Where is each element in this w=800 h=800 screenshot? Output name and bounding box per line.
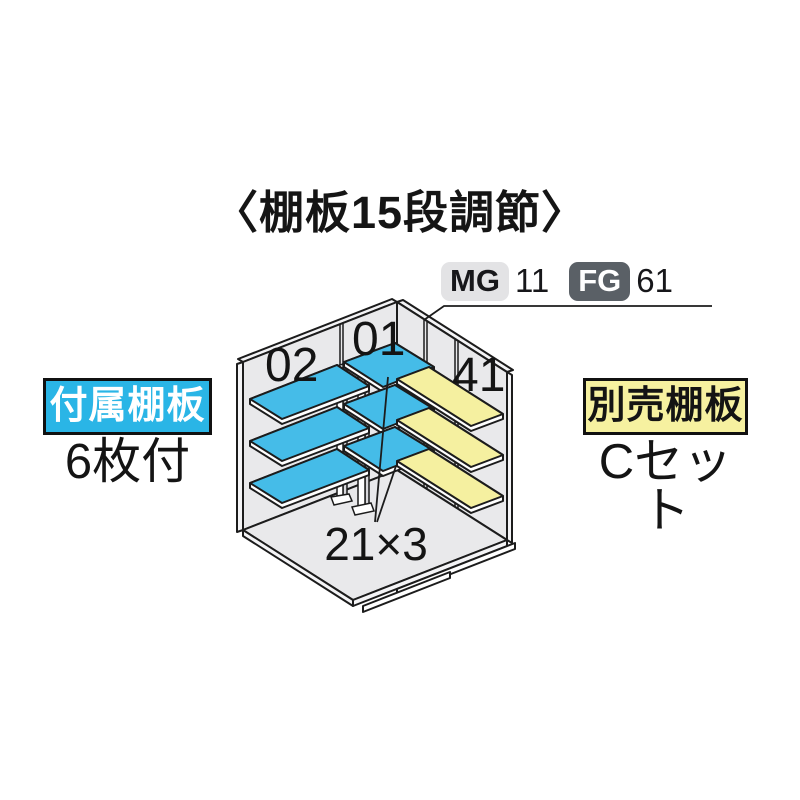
fg-code-badge: FG xyxy=(569,261,631,301)
shelf-number-left: 02 xyxy=(265,339,319,392)
mg-code-value: 11 xyxy=(514,262,550,299)
support-count-label: 21×3 xyxy=(324,518,428,570)
page-title: 〈棚板15段調節〉 xyxy=(212,187,588,238)
support-leader-line xyxy=(376,465,397,523)
mg-code-badge: MG xyxy=(441,261,509,301)
included-shelf xyxy=(249,448,370,509)
door-rail xyxy=(362,571,451,613)
included-shelf xyxy=(249,406,370,467)
optional-shelf-caption: Cセット xyxy=(598,435,733,538)
included-shelf xyxy=(249,364,370,425)
included-shelf-caption: 6枚付 xyxy=(64,435,191,489)
optional-shelf xyxy=(396,366,504,432)
optional-shelf xyxy=(396,407,504,473)
code-underline xyxy=(423,305,712,321)
optional-shelf xyxy=(396,448,504,514)
support-leader-line xyxy=(374,376,389,523)
model-code-row: MG 11 FG 61 xyxy=(441,261,673,301)
fg-code-value: 61 xyxy=(636,262,673,299)
included-shelf-badge: 付属棚板 xyxy=(43,378,212,435)
optional-shelf-badge: 別売棚板 xyxy=(583,378,748,435)
shelf-number-right: 41 xyxy=(452,349,506,402)
shelf-number-center: 01 xyxy=(352,313,406,366)
